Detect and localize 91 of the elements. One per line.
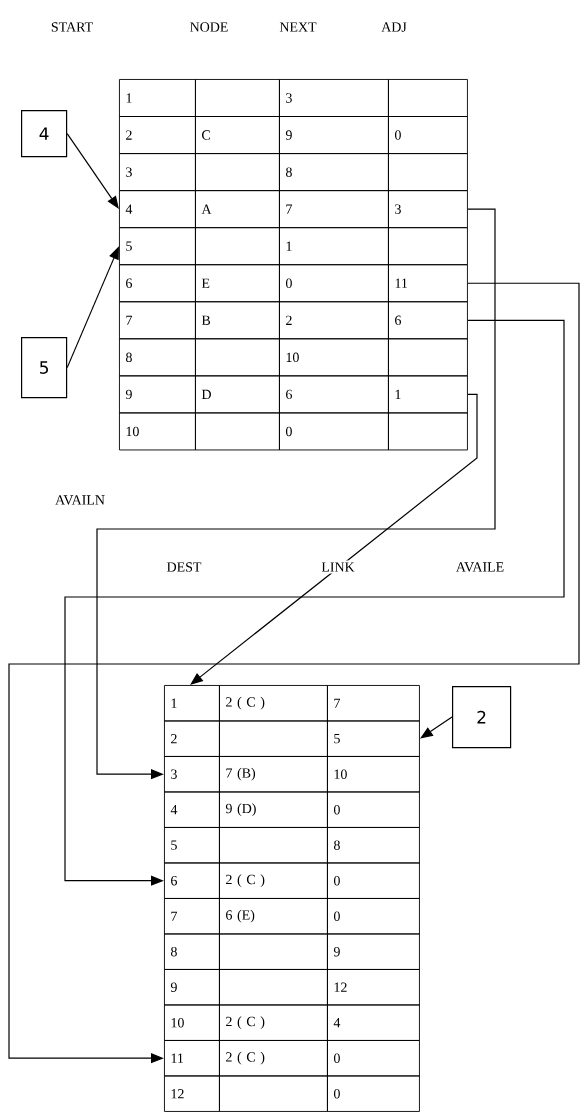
table-cell <box>219 827 328 864</box>
table-cell: 3 <box>388 190 468 229</box>
table-cell: 7 <box>279 190 389 229</box>
table-cell <box>195 79 280 117</box>
table-cell: 5 <box>327 720 420 757</box>
table-cell: 2 <box>164 720 220 757</box>
table-cell: 0 <box>327 898 420 935</box>
table-cell: 6 (E) <box>219 898 328 935</box>
table-label: DEST <box>164 560 204 574</box>
table-cell: 9 <box>119 375 196 414</box>
table-cell: 7 (B) <box>219 756 328 793</box>
table-cell: 8 <box>279 153 389 192</box>
table-cell: A <box>195 190 280 229</box>
table-cell <box>219 1075 328 1112</box>
table-cell: 2 <box>279 301 389 340</box>
table-cell: 12 <box>164 1075 220 1112</box>
table-cell: 10 <box>279 338 389 377</box>
table-label: START <box>48 20 96 34</box>
table-cell: 0 <box>327 1040 420 1077</box>
table-cell: 2 ( C ) <box>219 685 328 722</box>
table-label: NEXT <box>277 20 319 34</box>
table-cell: 0 <box>279 412 389 451</box>
callout-box: 2 <box>452 686 512 749</box>
table-cell <box>195 227 280 266</box>
table-cell: 7 <box>119 301 196 340</box>
table-cell: 1 <box>119 79 196 117</box>
table-cell: 9 <box>164 969 220 1006</box>
table-cell: 10 <box>327 756 420 793</box>
table-label: AVAILE <box>453 560 507 574</box>
table-cell: 7 <box>164 898 220 935</box>
table-cell: 9 (D) <box>219 791 328 828</box>
table-cell: 0 <box>388 116 468 154</box>
table-cell: 6 <box>388 301 468 340</box>
table-cell: 8 <box>164 933 220 970</box>
table-cell: 1 <box>279 227 389 266</box>
table-cell <box>388 338 468 377</box>
table-cell <box>195 153 280 192</box>
table-cell <box>388 227 468 266</box>
table-cell: 3 <box>279 79 389 117</box>
table-cell: 2 ( C ) <box>219 862 328 899</box>
table-cell: E <box>195 264 280 303</box>
table-label: ADJ <box>379 20 409 34</box>
table-cell: 6 <box>119 264 196 303</box>
connector-arrow <box>190 393 478 685</box>
table-cell: 0 <box>327 862 420 899</box>
table-cell <box>388 153 468 192</box>
table-cell: 4 <box>164 791 220 828</box>
table-cell: 3 <box>119 153 196 192</box>
table-cell: 8 <box>119 338 196 377</box>
table-cell: 9 <box>327 933 420 970</box>
table-cell: 11 <box>164 1040 220 1077</box>
table-cell: 10 <box>119 412 196 451</box>
table-cell: 9 <box>279 116 389 154</box>
callout-box: 4 <box>21 110 68 158</box>
table-cell: 10 <box>164 1004 220 1041</box>
table-cell: 5 <box>119 227 196 266</box>
table-cell: B <box>195 301 280 340</box>
table-cell: 2 ( C ) <box>219 1040 328 1077</box>
table-cell: 3 <box>164 756 220 793</box>
table-cell <box>388 412 468 451</box>
callout-box: 5 <box>21 337 68 399</box>
table-cell: 2 ( C ) <box>219 1004 328 1041</box>
connector-arrow <box>8 282 580 1064</box>
table-cell: 11 <box>388 264 468 303</box>
table-cell: D <box>195 375 280 414</box>
table-cell: 2 <box>119 116 196 154</box>
table-cell <box>195 412 280 451</box>
table-label: NODE <box>187 20 231 34</box>
table-cell: 1 <box>388 375 468 414</box>
table-label: LINK <box>319 560 357 574</box>
table-cell: 4 <box>119 190 196 229</box>
table-label: AVAILN <box>53 493 107 507</box>
table-cell: 8 <box>327 827 420 864</box>
table-cell <box>219 969 328 1006</box>
table-cell: 0 <box>279 264 389 303</box>
table-cell: 7 <box>327 685 420 722</box>
table-cell: 6 <box>164 862 220 899</box>
connector-arrow <box>64 319 565 886</box>
table-cell <box>219 720 328 757</box>
table-cell <box>388 79 468 117</box>
table-cell <box>219 933 328 970</box>
table-cell: 12 <box>327 969 420 1006</box>
table-cell: 1 <box>164 685 220 722</box>
connector-arrow <box>96 208 496 780</box>
table-cell: 5 <box>164 827 220 864</box>
table-cell: 0 <box>327 1075 420 1112</box>
table-cell: 0 <box>327 791 420 828</box>
table-cell: 4 <box>327 1004 420 1041</box>
table-cell: C <box>195 116 280 154</box>
table-cell <box>195 338 280 377</box>
table-cell: 6 <box>279 375 389 414</box>
